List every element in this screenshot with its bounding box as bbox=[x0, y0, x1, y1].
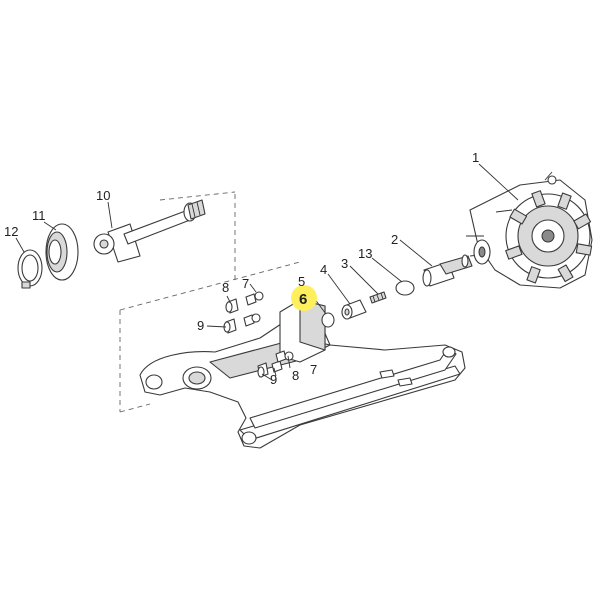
part-13-oring bbox=[395, 280, 415, 296]
callout-7-upper: 7 bbox=[242, 276, 249, 291]
fastener-group-upper bbox=[223, 291, 264, 334]
part-2-sleeve bbox=[422, 254, 473, 287]
part-11-seal bbox=[45, 223, 79, 281]
callout-1: 1 bbox=[472, 150, 479, 165]
callout-11: 11 bbox=[32, 208, 46, 223]
highlight-marker bbox=[291, 285, 317, 311]
callout-5: 5 bbox=[298, 274, 305, 289]
hub-assembly bbox=[466, 171, 593, 289]
callout-8-lower: 8 bbox=[292, 368, 299, 383]
callout-13: 13 bbox=[358, 246, 372, 261]
callout-3: 3 bbox=[341, 256, 348, 271]
callout-12: 12 bbox=[4, 224, 18, 239]
callout-4: 4 bbox=[320, 262, 327, 277]
assembly-dashed-outline bbox=[119, 191, 301, 413]
callout-7-lower: 7 bbox=[310, 362, 317, 377]
callout-9-lower: 9 bbox=[270, 372, 277, 387]
part-4-bushing bbox=[341, 299, 367, 320]
swing-arm bbox=[139, 299, 466, 449]
part-12-clamp bbox=[17, 249, 43, 289]
part-3-pin bbox=[369, 291, 387, 304]
callout-8-upper: 8 bbox=[222, 280, 229, 295]
callout-labels: 1 2 13 3 4 5 6 7 8 9 7 8 9 10 11 12 bbox=[4, 150, 479, 387]
leader-lines bbox=[15, 163, 519, 381]
callout-2: 2 bbox=[391, 232, 398, 247]
part-6-washer bbox=[321, 312, 335, 328]
callout-10: 10 bbox=[96, 188, 110, 203]
callout-6: 6 bbox=[299, 291, 307, 308]
callout-9-upper: 9 bbox=[197, 318, 204, 333]
part-10-drive-shaft bbox=[93, 199, 206, 263]
hub-fins bbox=[505, 190, 593, 284]
